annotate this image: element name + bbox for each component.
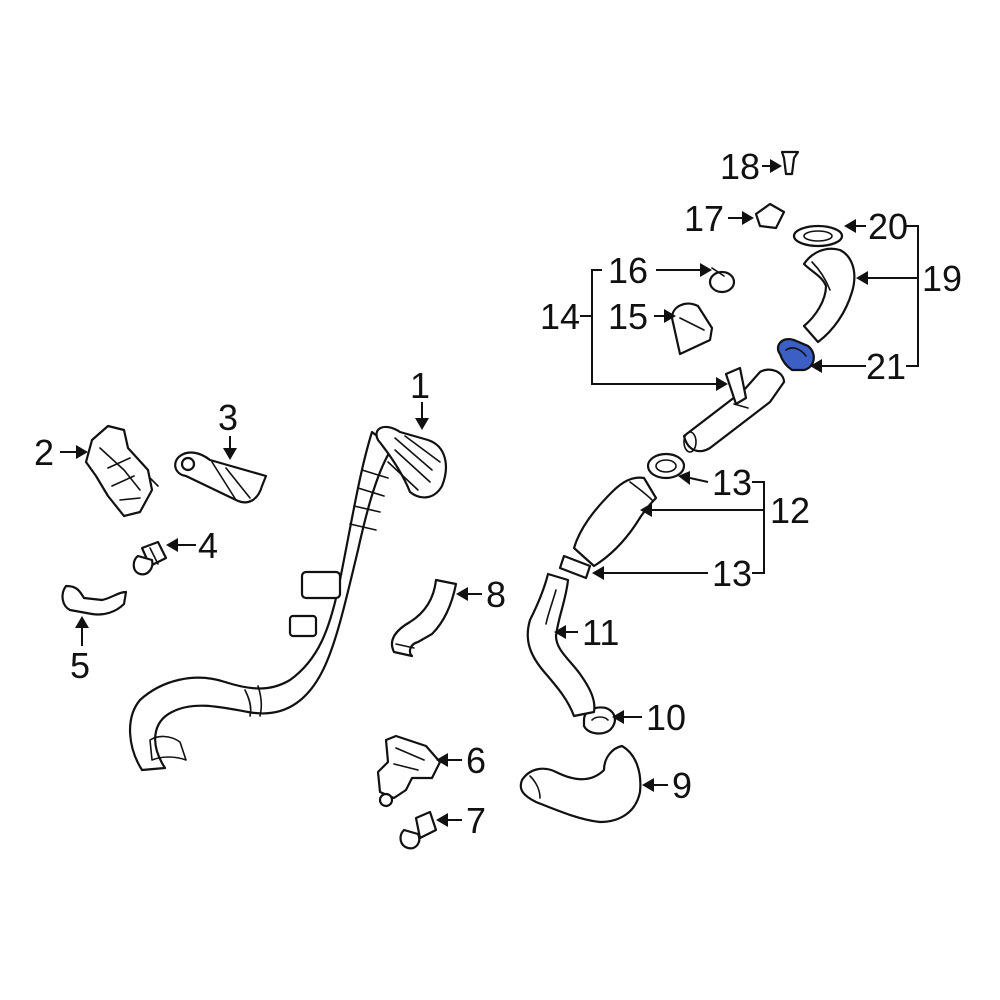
callout-6: 6 bbox=[466, 740, 486, 781]
part-13-gasket-lower[interactable] bbox=[558, 554, 592, 580]
part-17-bracket[interactable] bbox=[754, 202, 786, 230]
callout-7: 7 bbox=[466, 800, 486, 841]
part-8-elbow-hose[interactable] bbox=[390, 578, 458, 658]
callout-16: 16 bbox=[608, 250, 648, 291]
callout-5: 5 bbox=[70, 645, 90, 686]
part-13-gasket-upper[interactable] bbox=[646, 452, 686, 480]
part-4-bolt[interactable] bbox=[132, 540, 168, 576]
callout-10: 10 bbox=[646, 697, 686, 738]
part-9-lower-hose[interactable] bbox=[519, 744, 642, 824]
part-6-valve[interactable] bbox=[376, 734, 442, 808]
part-18-pin[interactable] bbox=[780, 150, 800, 176]
part-15-sleeve[interactable] bbox=[670, 302, 714, 356]
callout-19: 19 bbox=[922, 258, 962, 299]
callout-13-lower: 13 bbox=[712, 553, 752, 594]
callout-1: 1 bbox=[410, 365, 430, 406]
callout-14: 14 bbox=[540, 296, 580, 337]
part-7-bolt[interactable] bbox=[399, 810, 438, 850]
part-1-intake-pipe[interactable] bbox=[128, 425, 447, 772]
leader-lines bbox=[60, 159, 919, 827]
callout-3: 3 bbox=[218, 397, 238, 438]
callout-13-upper: 13 bbox=[712, 462, 752, 503]
part-19-upper-elbow[interactable] bbox=[802, 247, 856, 344]
callout-15: 15 bbox=[608, 296, 648, 337]
callout-labels: 1 2 3 4 5 6 7 8 9 10 11 12 13 13 14 15 1… bbox=[34, 146, 962, 841]
part-21-seal-highlighted[interactable] bbox=[776, 338, 815, 372]
callout-21: 21 bbox=[866, 346, 906, 387]
callout-9: 9 bbox=[672, 765, 692, 806]
callout-12: 12 bbox=[770, 490, 810, 531]
callout-8: 8 bbox=[486, 574, 506, 615]
callout-17: 17 bbox=[684, 198, 724, 239]
part-3-bracket-plate[interactable] bbox=[174, 451, 268, 504]
part-5-small-hose[interactable] bbox=[61, 584, 128, 616]
part-11-s-pipe[interactable] bbox=[526, 572, 596, 718]
part-14-pipe-assembly[interactable] bbox=[682, 366, 786, 453]
part-12-hose[interactable] bbox=[572, 476, 658, 568]
part-2-bracket[interactable] bbox=[84, 424, 159, 518]
callout-2: 2 bbox=[34, 432, 54, 473]
callout-4: 4 bbox=[198, 525, 218, 566]
callout-18: 18 bbox=[720, 146, 760, 187]
part-20-gasket[interactable] bbox=[792, 224, 844, 248]
callout-20: 20 bbox=[868, 206, 908, 247]
callout-11: 11 bbox=[582, 612, 619, 653]
part-16-clip[interactable] bbox=[708, 267, 736, 294]
